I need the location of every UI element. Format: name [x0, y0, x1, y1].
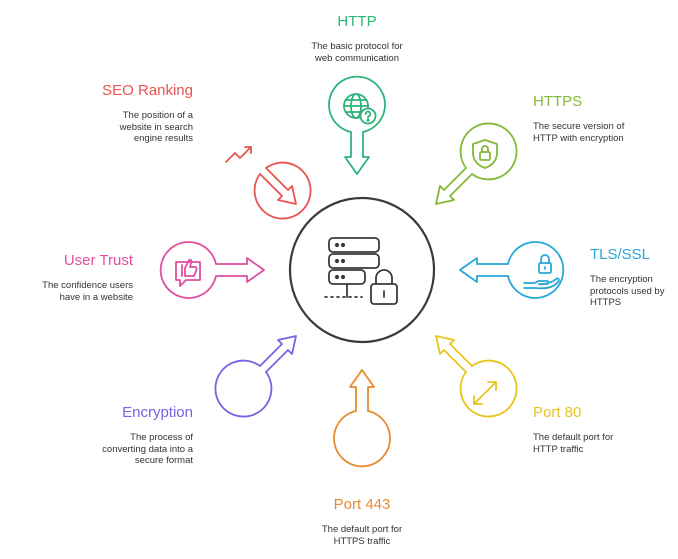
tls-ssl-connector [459, 241, 565, 299]
shield-lock-icon [472, 139, 498, 169]
https-description: The secure version of HTTP with encrypti… [533, 121, 625, 144]
seo-connector [253, 161, 312, 220]
https-connector [435, 122, 518, 205]
node-port80 [435, 335, 518, 418]
thumbs-up-icon [175, 258, 201, 287]
encryption-description: The process of converting data into a se… [102, 432, 193, 466]
port80-connector [435, 335, 518, 418]
port443-connector [333, 369, 391, 468]
http-description: The basic protocol for web communication [311, 41, 403, 64]
label-seo: SEO Ranking The position of a website in… [83, 82, 193, 145]
user-trust-description: The confidence users have in a website [42, 280, 133, 303]
port80-description: The default port for HTTP traffic [533, 432, 614, 455]
port443-description: The default port for HTTPS traffic [321, 524, 403, 547]
label-port80: Port 80 The default port for HTTP traffi… [533, 404, 653, 455]
http-title: HTTP [337, 13, 377, 30]
http-connector [328, 75, 386, 175]
https-title: HTTPS [533, 93, 583, 110]
node-seo [225, 146, 312, 220]
lock-hand-icon [523, 254, 560, 290]
label-http: HTTP The basic protocol for web communic… [287, 13, 427, 64]
user-trust-connector [159, 241, 265, 299]
node-encryption [214, 335, 297, 418]
hub-circle [288, 196, 436, 344]
label-tls-ssl: TLS/SSL The encryption protocols used by… [590, 246, 676, 309]
hub [288, 196, 436, 344]
node-https [435, 122, 518, 205]
label-port443: Port 443 The default port for HTTPS traf… [292, 496, 432, 547]
port443-title: Port 443 [333, 496, 391, 513]
server-lock-icon [324, 237, 398, 305]
encryption-title: Encryption [122, 404, 193, 421]
seo-description: The position of a website in search engi… [119, 110, 193, 144]
node-port443 [333, 369, 391, 468]
tls-ssl-title: TLS/SSL [590, 246, 651, 263]
encryption-connector [214, 335, 297, 418]
node-user-trust [159, 241, 265, 299]
label-user-trust: User Trust The confidence users have in … [23, 252, 133, 303]
node-http [328, 75, 386, 175]
node-tls-ssl [459, 241, 565, 299]
seo-title: SEO Ranking [102, 82, 193, 99]
label-https: HTTPS The secure version of HTTP with en… [533, 93, 661, 144]
label-encryption: Encryption The process of converting dat… [83, 404, 193, 467]
trend-up-icon [225, 146, 252, 163]
expand-arrows-icon [473, 381, 497, 405]
user-trust-title: User Trust [63, 252, 133, 269]
tls-ssl-description: The encryption protocols used by HTTPS [590, 274, 665, 308]
port80-title: Port 80 [533, 404, 582, 421]
globe-question-icon [343, 93, 377, 125]
